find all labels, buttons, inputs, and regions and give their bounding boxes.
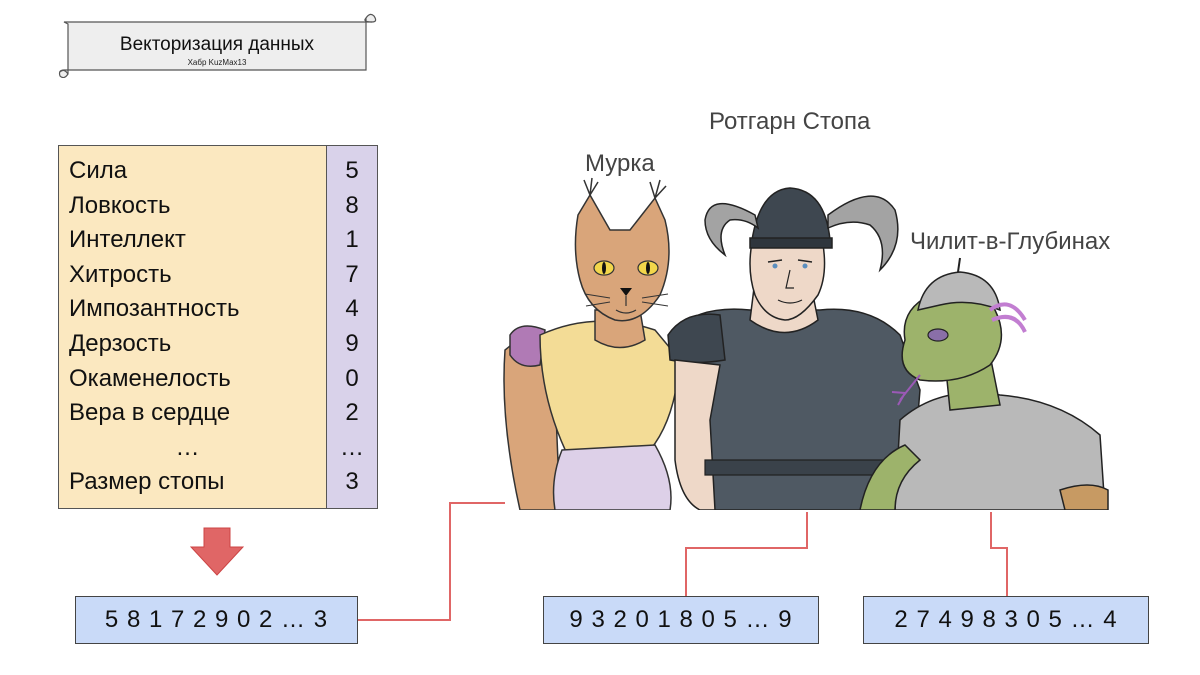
attribute-value: 8 — [345, 191, 359, 219]
attribute-value: 5 — [345, 157, 359, 184]
attribute-values-column: 5 8 1 7 4 9 0 2 … 3 — [327, 146, 377, 508]
attribute-value: 3 — [345, 468, 359, 496]
rotgarn-figure — [667, 187, 921, 510]
diagram-title: Векторизация данных — [119, 34, 315, 55]
attribute-value: 0 — [345, 364, 359, 392]
attribute-name: Импозантность — [69, 295, 240, 323]
chilit-figure — [859, 257, 1109, 510]
attribute-value: 9 — [345, 329, 359, 357]
attribute-value-ellipsis: … — [340, 433, 364, 461]
attribute-name: Дерзость — [69, 329, 172, 357]
connector-chilit — [990, 512, 1008, 596]
attribute-names-column: Сила Ловкость Интеллект Хитрость Импозан… — [59, 146, 327, 508]
attribute-name: Сила — [69, 157, 128, 184]
connector-rotgarn — [685, 512, 808, 596]
title-scroll-banner: Векторизация данных Хабр KuzMax13 — [56, 12, 378, 78]
attribute-value: 2 — [345, 399, 359, 427]
down-arrow-icon — [190, 527, 244, 576]
attribute-name: Интеллект — [69, 226, 186, 254]
diagram-author: Хабр KuzMax13 — [187, 58, 247, 67]
attribute-table: Сила Ловкость Интеллект Хитрость Импозан… — [58, 145, 378, 509]
connector-murka — [358, 502, 505, 621]
attribute-name: Вера в сердце — [69, 399, 231, 427]
murka-figure — [503, 177, 681, 510]
attribute-name: Размер стопы — [69, 468, 225, 496]
attribute-value: 7 — [345, 260, 359, 288]
vector-rotgarn: 9 3 2 0 1 8 0 5 … 9 — [543, 596, 819, 644]
vector-murka: 5 8 1 7 2 9 0 2 … 3 — [75, 596, 358, 644]
attribute-name-ellipsis: … — [175, 433, 200, 461]
character-name-murka: Мурка — [585, 150, 655, 177]
attribute-name: Окаменелость — [69, 364, 231, 392]
scroll-shape — [58, 13, 377, 78]
attribute-value: 1 — [345, 226, 359, 254]
character-name-chilit: Чилит-в-Глубинах — [910, 228, 1111, 255]
characters-illustration — [503, 177, 1109, 510]
attribute-name: Ловкость — [69, 191, 171, 219]
attribute-value: 4 — [345, 295, 359, 323]
character-name-rotgarn: Ротгарн Стопа — [709, 108, 871, 135]
attribute-name: Хитрость — [69, 260, 172, 288]
vector-chilit: 2 7 4 9 8 3 0 5 … 4 — [863, 596, 1149, 644]
